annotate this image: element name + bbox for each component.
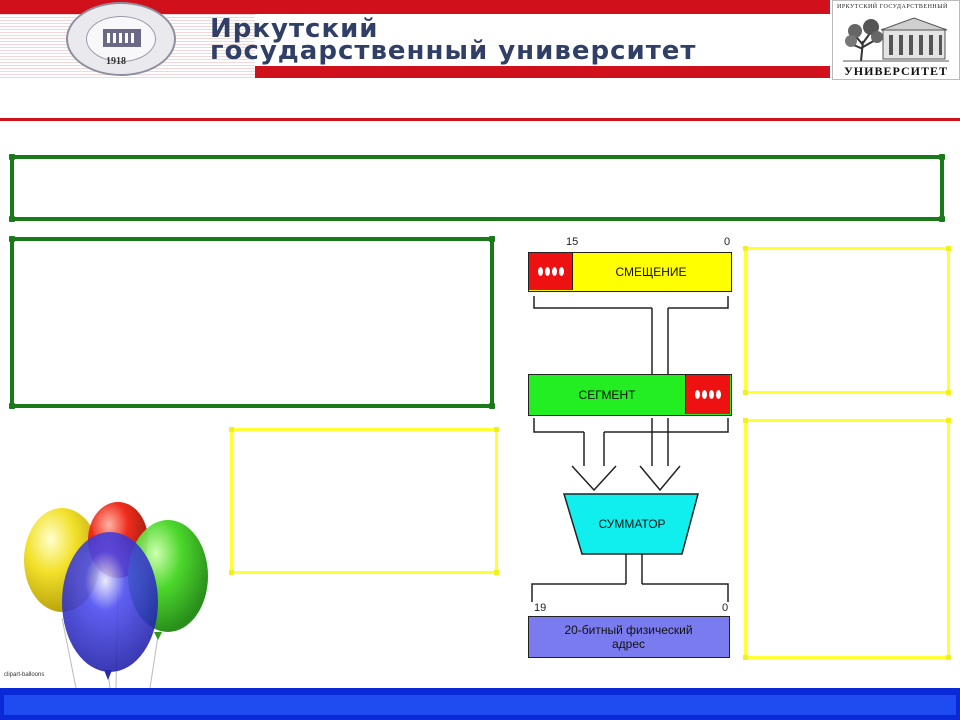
title-frame: [9, 154, 945, 222]
header-red-top: [0, 0, 830, 14]
diagram-wires: [531, 296, 729, 602]
university-title-line1: Иркутский: [210, 14, 379, 44]
logo-building-picture: [843, 17, 949, 62]
footer-bar-inner: [4, 695, 956, 715]
header-red-bottom: [255, 66, 830, 78]
segment-zero-bits: [685, 375, 730, 414]
offset-bit-low: 0: [724, 236, 731, 248]
address-diagram: 15 0 СМЕЩЕНИЕ СЕГМЕНТ СУММАТОР 19 0 20-б…: [520, 236, 740, 666]
footer-bar: [0, 688, 960, 720]
segment-register: СЕГМЕНТ: [528, 374, 732, 416]
note-frame-right-top: [743, 246, 951, 395]
seal-building: [103, 29, 141, 47]
logo-top-text: ИРКУТСКИЙ ГОСУДАРСТВЕННЫЙ: [837, 4, 948, 10]
logo-bottom-text: УНИВЕРСИТЕТ: [844, 64, 948, 78]
seal-inner: [86, 16, 156, 62]
adder-shape: [562, 493, 699, 555]
note-frame-right-bottom: [743, 418, 951, 660]
header-divider: [0, 118, 960, 121]
university-title-line2: государственный университет: [210, 36, 697, 66]
offset-register: СМЕЩЕНИЕ: [528, 252, 732, 292]
offset-zero-bits: [529, 253, 573, 290]
physical-address-label-line2: адрес: [611, 636, 646, 651]
image-credit: clipart-balloons: [4, 672, 45, 678]
physical-address-label-line1: 20-битный физический: [564, 622, 693, 637]
physical-address-label: 20-битный физический адрес: [529, 617, 728, 656]
adder-label: СУММАТОР: [598, 517, 666, 531]
university-logo-icon: ИРКУТСКИЙ ГОСУДАРСТВЕННЫЙ УНИВЕРСИТЕТ: [832, 0, 960, 80]
seal-year: 1918: [106, 56, 126, 67]
address-bit-high: 19: [534, 602, 547, 614]
note-frame-left: [229, 427, 499, 575]
university-seal-icon: 1918: [66, 2, 176, 76]
offset-register-label: СМЕЩЕНИЕ: [615, 264, 687, 279]
address-bit-low: 0: [722, 602, 729, 614]
offset-bit-high: 15: [566, 236, 579, 248]
balloons-icon: [24, 502, 208, 689]
university-title: Иркутский государственный университет: [210, 14, 697, 66]
text-frame: [9, 236, 495, 409]
physical-address-register: 20-битный физический адрес: [528, 616, 730, 658]
segment-register-label: СЕГМЕНТ: [578, 387, 636, 402]
